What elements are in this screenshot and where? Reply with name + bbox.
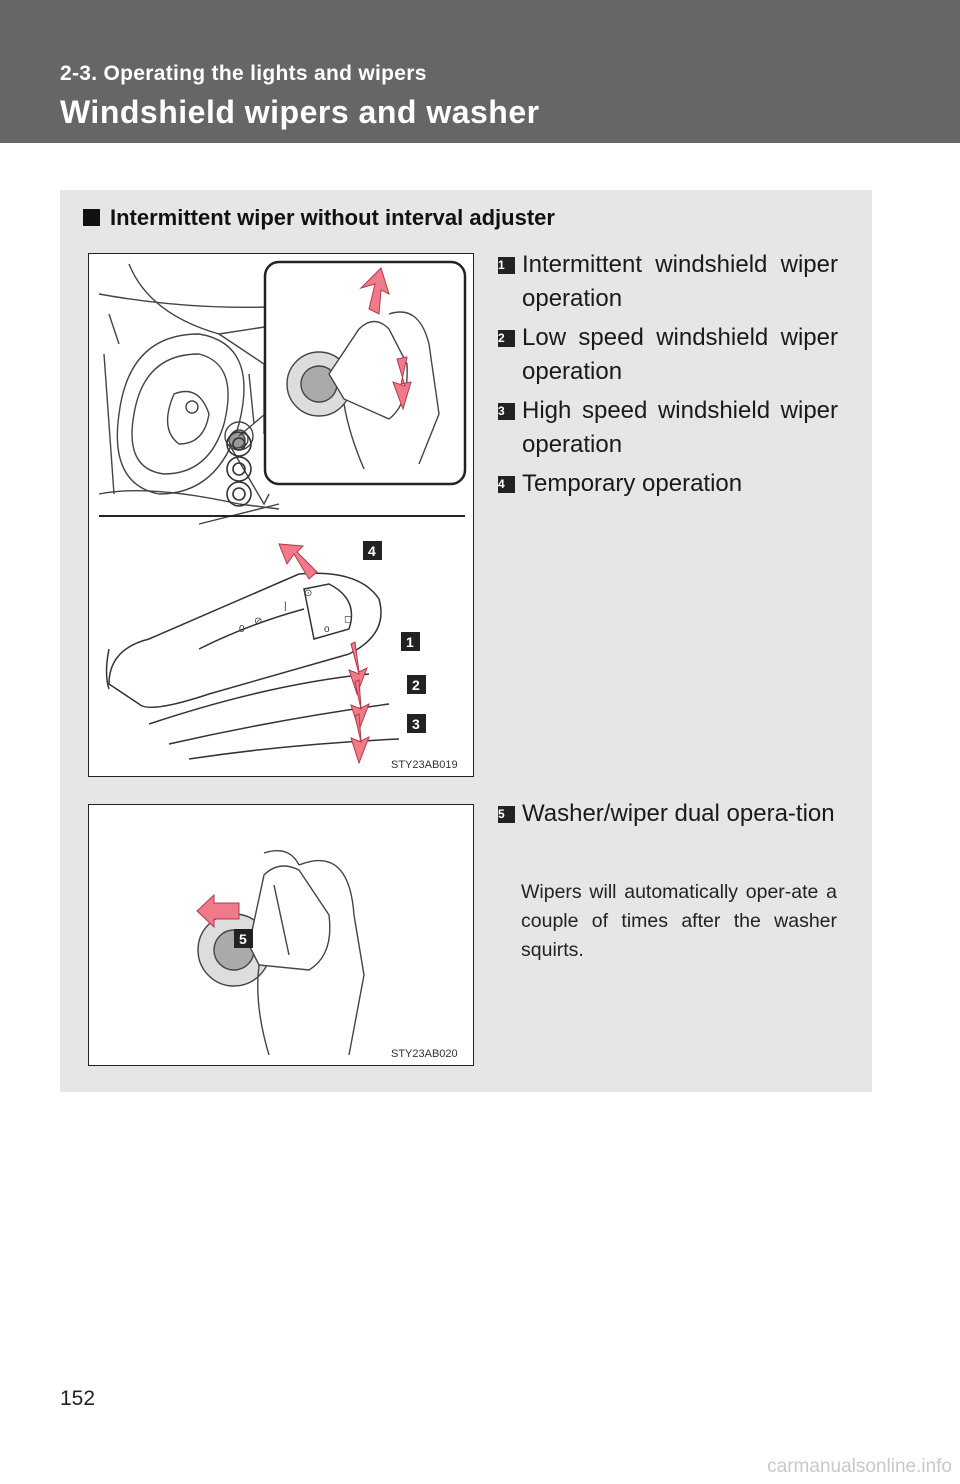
- page-header: 2-3. Operating the lights and wipers Win…: [0, 0, 960, 143]
- figure-washer-lever: 5 STY23AB020: [88, 804, 474, 1066]
- callout-2: 2: [407, 675, 426, 694]
- number-badge: 1: [498, 257, 515, 274]
- svg-text:|: |: [284, 601, 287, 612]
- note-text: Wipers will automatically oper-ate a cou…: [521, 881, 837, 961]
- subheading-text: Intermittent wiper without interval adju…: [110, 205, 555, 230]
- figure-wiper-lever: 0 ⊘ | ⊙ o ◻ 4 1 2 3 STY23AB019: [88, 253, 474, 777]
- svg-text:2: 2: [412, 677, 420, 693]
- svg-text:0: 0: [239, 624, 245, 635]
- svg-text:3: 3: [412, 716, 420, 732]
- square-bullet-icon: [83, 209, 100, 226]
- svg-text:⊘: ⊘: [254, 616, 262, 627]
- callout-5: 5: [234, 929, 253, 948]
- watermark: carmanualsonline.info: [767, 1456, 952, 1477]
- number-badge: 4: [498, 476, 515, 493]
- number-badge: 2: [498, 330, 515, 347]
- figure-code: STY23AB020: [391, 1048, 458, 1060]
- callout-4: 4: [363, 541, 382, 560]
- page-title: Windshield wipers and washer: [60, 94, 540, 130]
- svg-text:o: o: [324, 624, 330, 635]
- number-badge: 5: [498, 806, 515, 823]
- subheading: Intermittent wiper without interval adju…: [83, 205, 555, 231]
- number-badge: 3: [498, 403, 515, 420]
- section-label: 2-3. Operating the lights and wipers: [60, 62, 427, 85]
- callout-3: 3: [407, 714, 426, 733]
- svg-text:4: 4: [368, 543, 376, 559]
- svg-text:◻: ◻: [344, 614, 352, 625]
- svg-text:1: 1: [406, 634, 414, 650]
- svg-text:5: 5: [239, 931, 247, 947]
- svg-text:⊙: ⊙: [304, 588, 312, 599]
- callout-1: 1: [401, 632, 420, 651]
- figure-code: STY23AB019: [391, 759, 458, 771]
- page-number: 152: [60, 1387, 96, 1410]
